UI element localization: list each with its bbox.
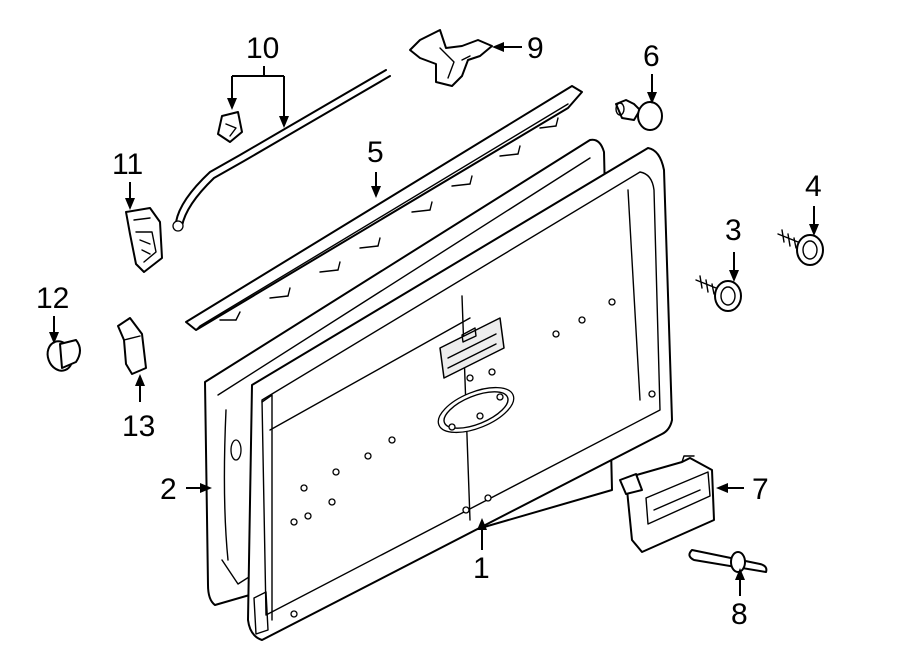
callout-8: 8 (731, 598, 748, 631)
callout-7: 7 (752, 473, 769, 506)
part-11-hinge-bracket[interactable] (125, 207, 163, 273)
part-13-bumper[interactable] (117, 317, 147, 375)
callout-2: 2 (160, 473, 177, 506)
part-10-seal-strip[interactable] (172, 69, 391, 232)
part-4-bolt[interactable] (777, 229, 824, 266)
callout-9: 9 (527, 32, 544, 65)
part-12-plug[interactable] (44, 338, 81, 374)
part-1-tailgate-panel[interactable] (247, 147, 673, 641)
callout-12: 12 (36, 282, 69, 315)
callout-10: 10 (246, 32, 279, 65)
callout-arrows (49, 42, 819, 596)
callout-5: 5 (367, 136, 384, 169)
part-9-bracket[interactable] (409, 29, 493, 87)
part-7-handle[interactable] (619, 455, 715, 553)
callout-11: 11 (112, 148, 143, 181)
callout-3: 3 (725, 214, 742, 247)
callout-6: 6 (643, 40, 660, 73)
part-8-pin[interactable] (688, 549, 768, 573)
callout-13: 13 (122, 410, 155, 443)
part-6-push-pin[interactable] (615, 99, 663, 131)
part-5-top-molding[interactable] (185, 85, 583, 331)
part-3-bolt[interactable] (695, 275, 742, 312)
callout-1: 1 (473, 552, 490, 585)
callout-4: 4 (805, 170, 822, 203)
